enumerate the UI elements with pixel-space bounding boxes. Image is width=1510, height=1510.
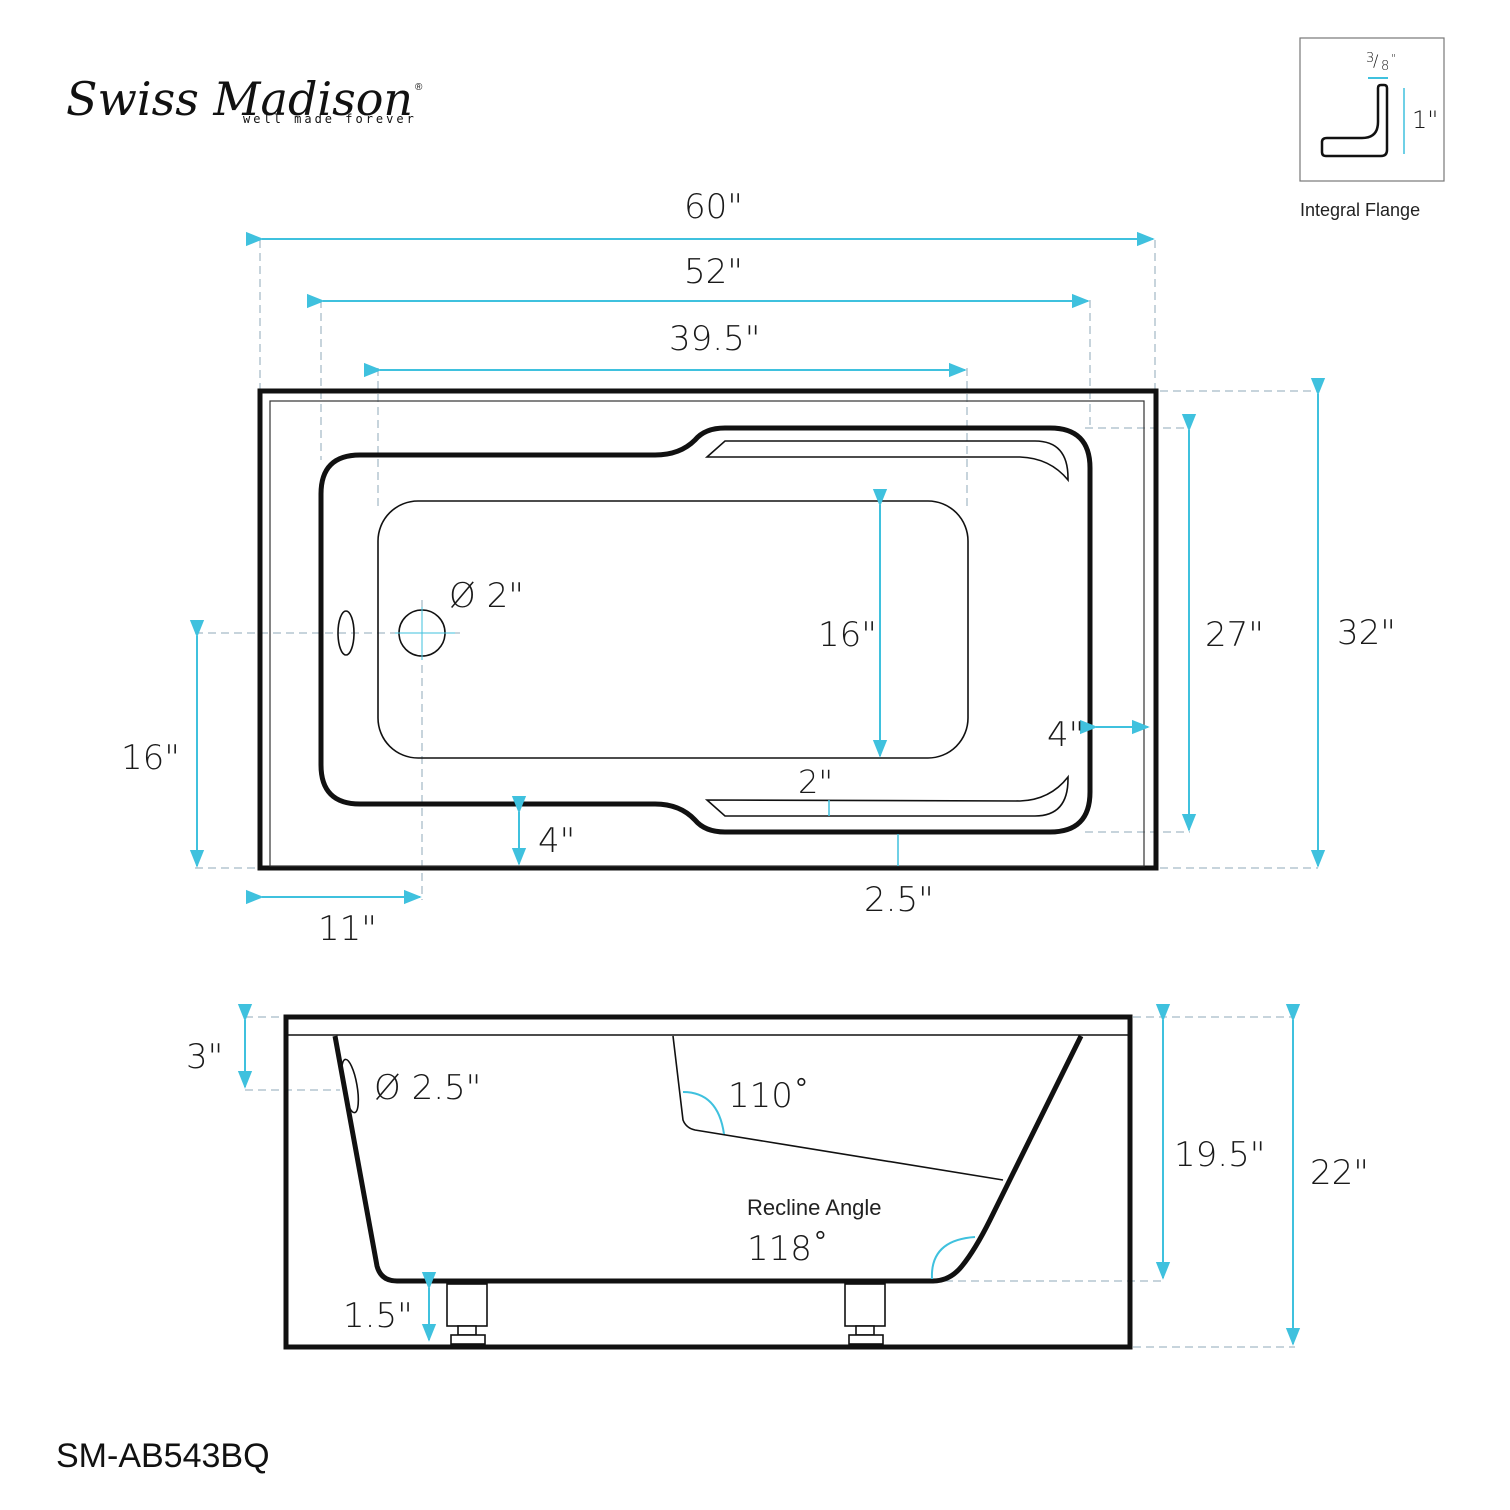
dim-label-drain-from-front: 16"	[121, 738, 180, 778]
registered-mark: ®	[415, 82, 423, 93]
dim-label-drain-diameter: Ø 2"	[449, 576, 524, 616]
top-extension-lines	[195, 240, 1318, 900]
overflow-icon	[337, 610, 355, 656]
dim-label-interior-depth: 19.5"	[1174, 1135, 1265, 1175]
flange-width-numerator: 3	[1366, 51, 1374, 66]
flange-height-label: 1"	[1412, 106, 1438, 134]
recline-angle-caption: Recline Angle	[747, 1195, 882, 1220]
flange-caption: Integral Flange	[1300, 200, 1420, 220]
dim-label-overflow-diameter: Ø 2.5"	[374, 1068, 481, 1108]
top-view: 60" 52" 39.5" Ø 2" 16" 27" 32" 16" 11" 4…	[121, 187, 1396, 949]
dim-label-overall-width: 32"	[1337, 613, 1396, 653]
dim-label-backrest-angle: 110˚	[728, 1076, 810, 1116]
armrest-top	[704, 440, 1069, 483]
dim-label-apron-offset: 2.5"	[864, 880, 934, 920]
tub-outer-rim	[257, 388, 1159, 871]
backrest-line	[672, 1035, 1004, 1181]
dim-label-recline-angle: 118˚	[747, 1229, 829, 1269]
inch-mark: "	[1391, 52, 1396, 65]
dim-label-armrest-width: 2"	[798, 763, 833, 801]
model-number: SM-AB543BQ	[56, 1437, 270, 1475]
dim-label-leg-height: 1.5"	[343, 1296, 413, 1336]
dim-label-inner-width: 27"	[1205, 615, 1264, 655]
side-dimension-lines	[237, 1003, 1301, 1346]
fraction-slash: /	[1373, 51, 1379, 70]
brand-tagline: well made forever	[243, 112, 417, 126]
dim-label-overall-height: 22"	[1310, 1153, 1369, 1193]
overflow-side-icon	[340, 1058, 360, 1114]
tub-basin-outline	[318, 425, 1093, 835]
brand-name: Swiss Madison	[66, 72, 413, 126]
dim-label-inner-length: 52"	[684, 252, 743, 292]
dim-label-front-deck: 4"	[538, 821, 575, 861]
tub-side-profile	[332, 1034, 1084, 1284]
dim-label-side-deck: 4"	[1047, 715, 1084, 755]
flange-inset-frame	[1299, 37, 1445, 182]
top-dimension-lines	[189, 231, 1326, 905]
foot-right	[844, 1283, 886, 1345]
dim-label-bottom-length: 39.5"	[669, 319, 760, 359]
flange-width-denominator: 8	[1381, 59, 1389, 74]
recline-angle-arc	[930, 1236, 976, 1280]
dim-label-bottom-width: 16"	[818, 615, 877, 655]
dim-label-overflow-from-top: 3"	[186, 1037, 223, 1077]
side-view: 3" Ø 2.5" 110˚ Recline Angle 118˚ 19.5" …	[186, 1003, 1369, 1350]
flange-profile	[1320, 83, 1389, 158]
backrest-angle-arc	[682, 1091, 725, 1135]
basin-bottom	[377, 500, 969, 759]
brand-logo: Swiss Madison ® well made forever	[66, 72, 423, 126]
flange-inset: 3 / 8 " 1" Integral Flange	[1299, 37, 1445, 220]
dim-label-overall-length: 60"	[684, 187, 743, 227]
dim-label-drain-from-side: 11"	[318, 909, 377, 949]
apron-outline	[283, 1014, 1133, 1350]
tub-flange-line	[269, 400, 1145, 867]
foot-left	[446, 1283, 488, 1345]
armrest-bottom	[704, 774, 1069, 817]
